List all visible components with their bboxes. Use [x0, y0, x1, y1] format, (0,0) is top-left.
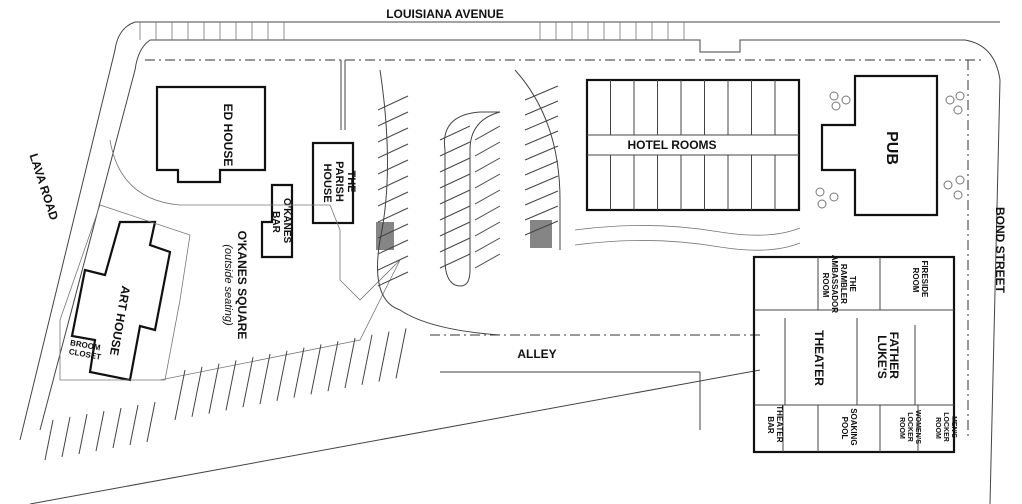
parking-stall-line — [191, 366, 203, 417]
theater-bar-label: THEATER BAR — [766, 405, 784, 444]
parking-stall-line — [61, 416, 71, 458]
okanes-bar-label: O'KANES BAR — [270, 198, 292, 246]
art-house-label: ART HOUSE — [107, 285, 133, 357]
parking-stall-line — [474, 237, 501, 253]
parking-stall-line — [439, 141, 471, 157]
parking-stall-line — [344, 337, 356, 389]
theater-label: THEATER — [812, 330, 826, 386]
hotel-rooms-label: HOTEL ROOMS — [627, 138, 716, 152]
ed-house-label: ED HOUSE — [221, 104, 235, 167]
parking-stall-line — [327, 341, 339, 392]
parking-stall-line — [377, 111, 409, 127]
parking-stall-line — [439, 253, 471, 269]
parking-stall-line — [524, 190, 559, 206]
parking-stall-line — [208, 363, 220, 414]
parking-stall-line — [377, 127, 409, 143]
parking-stall-line — [377, 95, 409, 111]
parking-lot — [44, 22, 685, 461]
mens-locker-label: MEN'S LOCKER ROOM — [934, 412, 957, 444]
parking-stall-line — [377, 271, 409, 287]
parking-stall-line — [439, 205, 471, 221]
louisiana-avenue-label: LOUISIANA AVENUE — [386, 7, 504, 21]
father-lukes-label: FATHER LUKE'S — [875, 332, 901, 382]
parking-stall-line — [524, 85, 559, 101]
parking-stall-line — [225, 360, 237, 411]
parking-stall-line — [524, 145, 559, 161]
parking-stall-line — [474, 221, 501, 237]
parking-stall-line — [395, 328, 407, 379]
parking-stall-line — [439, 157, 471, 173]
parking-stall-line — [524, 175, 559, 191]
parking-stall-line — [361, 334, 373, 385]
parking-stall-line — [524, 130, 559, 146]
parking-stall-line — [524, 205, 559, 221]
parking-stall-line — [524, 115, 559, 131]
parking-stall-line — [439, 173, 471, 189]
parking-stall-line — [377, 143, 409, 159]
parking-stall-line — [474, 189, 501, 205]
parking-stall-line — [377, 223, 409, 239]
parking-stall-line — [44, 419, 54, 461]
parking-stall-line — [474, 253, 501, 269]
fireside-room-label: FIRESIDE ROOM — [911, 260, 929, 299]
parking-stall-line — [129, 404, 139, 446]
parish-house-label: THE PARISH HOUSE — [321, 161, 357, 205]
parking-stall-line — [377, 159, 409, 175]
tree-icons — [815, 91, 965, 209]
parking-stall-line — [242, 357, 254, 408]
parking-stall-line — [259, 353, 271, 405]
parking-stall-line — [377, 191, 409, 207]
rambler-room-label: THE RAMBLER AMBASSADOR ROOM — [821, 255, 857, 315]
parking-stall-line — [474, 141, 501, 157]
parking-stall-line — [377, 175, 409, 191]
parking-stall-line — [378, 331, 390, 382]
parking-stall-line — [439, 221, 471, 237]
parking-stall-line — [474, 157, 501, 173]
parking-stall-line — [474, 173, 501, 189]
alley-label: ALLEY — [517, 347, 556, 361]
pub-label: PUB — [883, 131, 900, 165]
parking-stall-line — [293, 347, 305, 398]
soaking-pool-label: SOAKING POOL — [840, 408, 858, 448]
parking-stall-line — [524, 100, 559, 116]
parking-stall-line — [174, 369, 186, 421]
theater-building-outline — [752, 255, 956, 454]
parish-house-outline — [311, 141, 355, 225]
parking-stall-line — [524, 160, 559, 176]
hotel-rooms-outline — [585, 78, 801, 212]
parking-stall-line — [78, 413, 88, 455]
parking-stall-line — [95, 410, 105, 452]
parking-stall-line — [310, 344, 322, 395]
parking-stall-line — [474, 125, 501, 141]
parking-stall-line — [377, 239, 409, 255]
parking-stall-line — [146, 401, 156, 443]
parking-stall-line — [112, 407, 122, 449]
ed-house-outline — [155, 85, 267, 184]
broom-closet-label: BROOM CLOSET — [68, 338, 104, 361]
parking-stall-line — [524, 220, 559, 236]
parking-stall-line — [474, 205, 501, 221]
street-lines — [19, 21, 1001, 504]
womens-locker-label: WOMEN'S LOCKER ROOM — [898, 410, 921, 446]
parking-stall-line — [377, 207, 409, 223]
okanes-square-note: (outside seating) — [222, 244, 234, 326]
parking-stall-line — [276, 350, 288, 401]
pub-outline — [820, 74, 939, 217]
okanes-square-label: O'KANES SQUARE — [235, 231, 249, 340]
parking-stall-line — [377, 255, 409, 271]
bond-street-label: BOND STREET — [993, 207, 1007, 294]
lava-road-label: LAVA ROAD — [26, 152, 61, 222]
parking-stall-line — [439, 125, 471, 141]
parking-stall-line — [439, 189, 471, 205]
okanes-bar-outline — [260, 183, 294, 259]
parking-stall-line — [439, 237, 471, 253]
